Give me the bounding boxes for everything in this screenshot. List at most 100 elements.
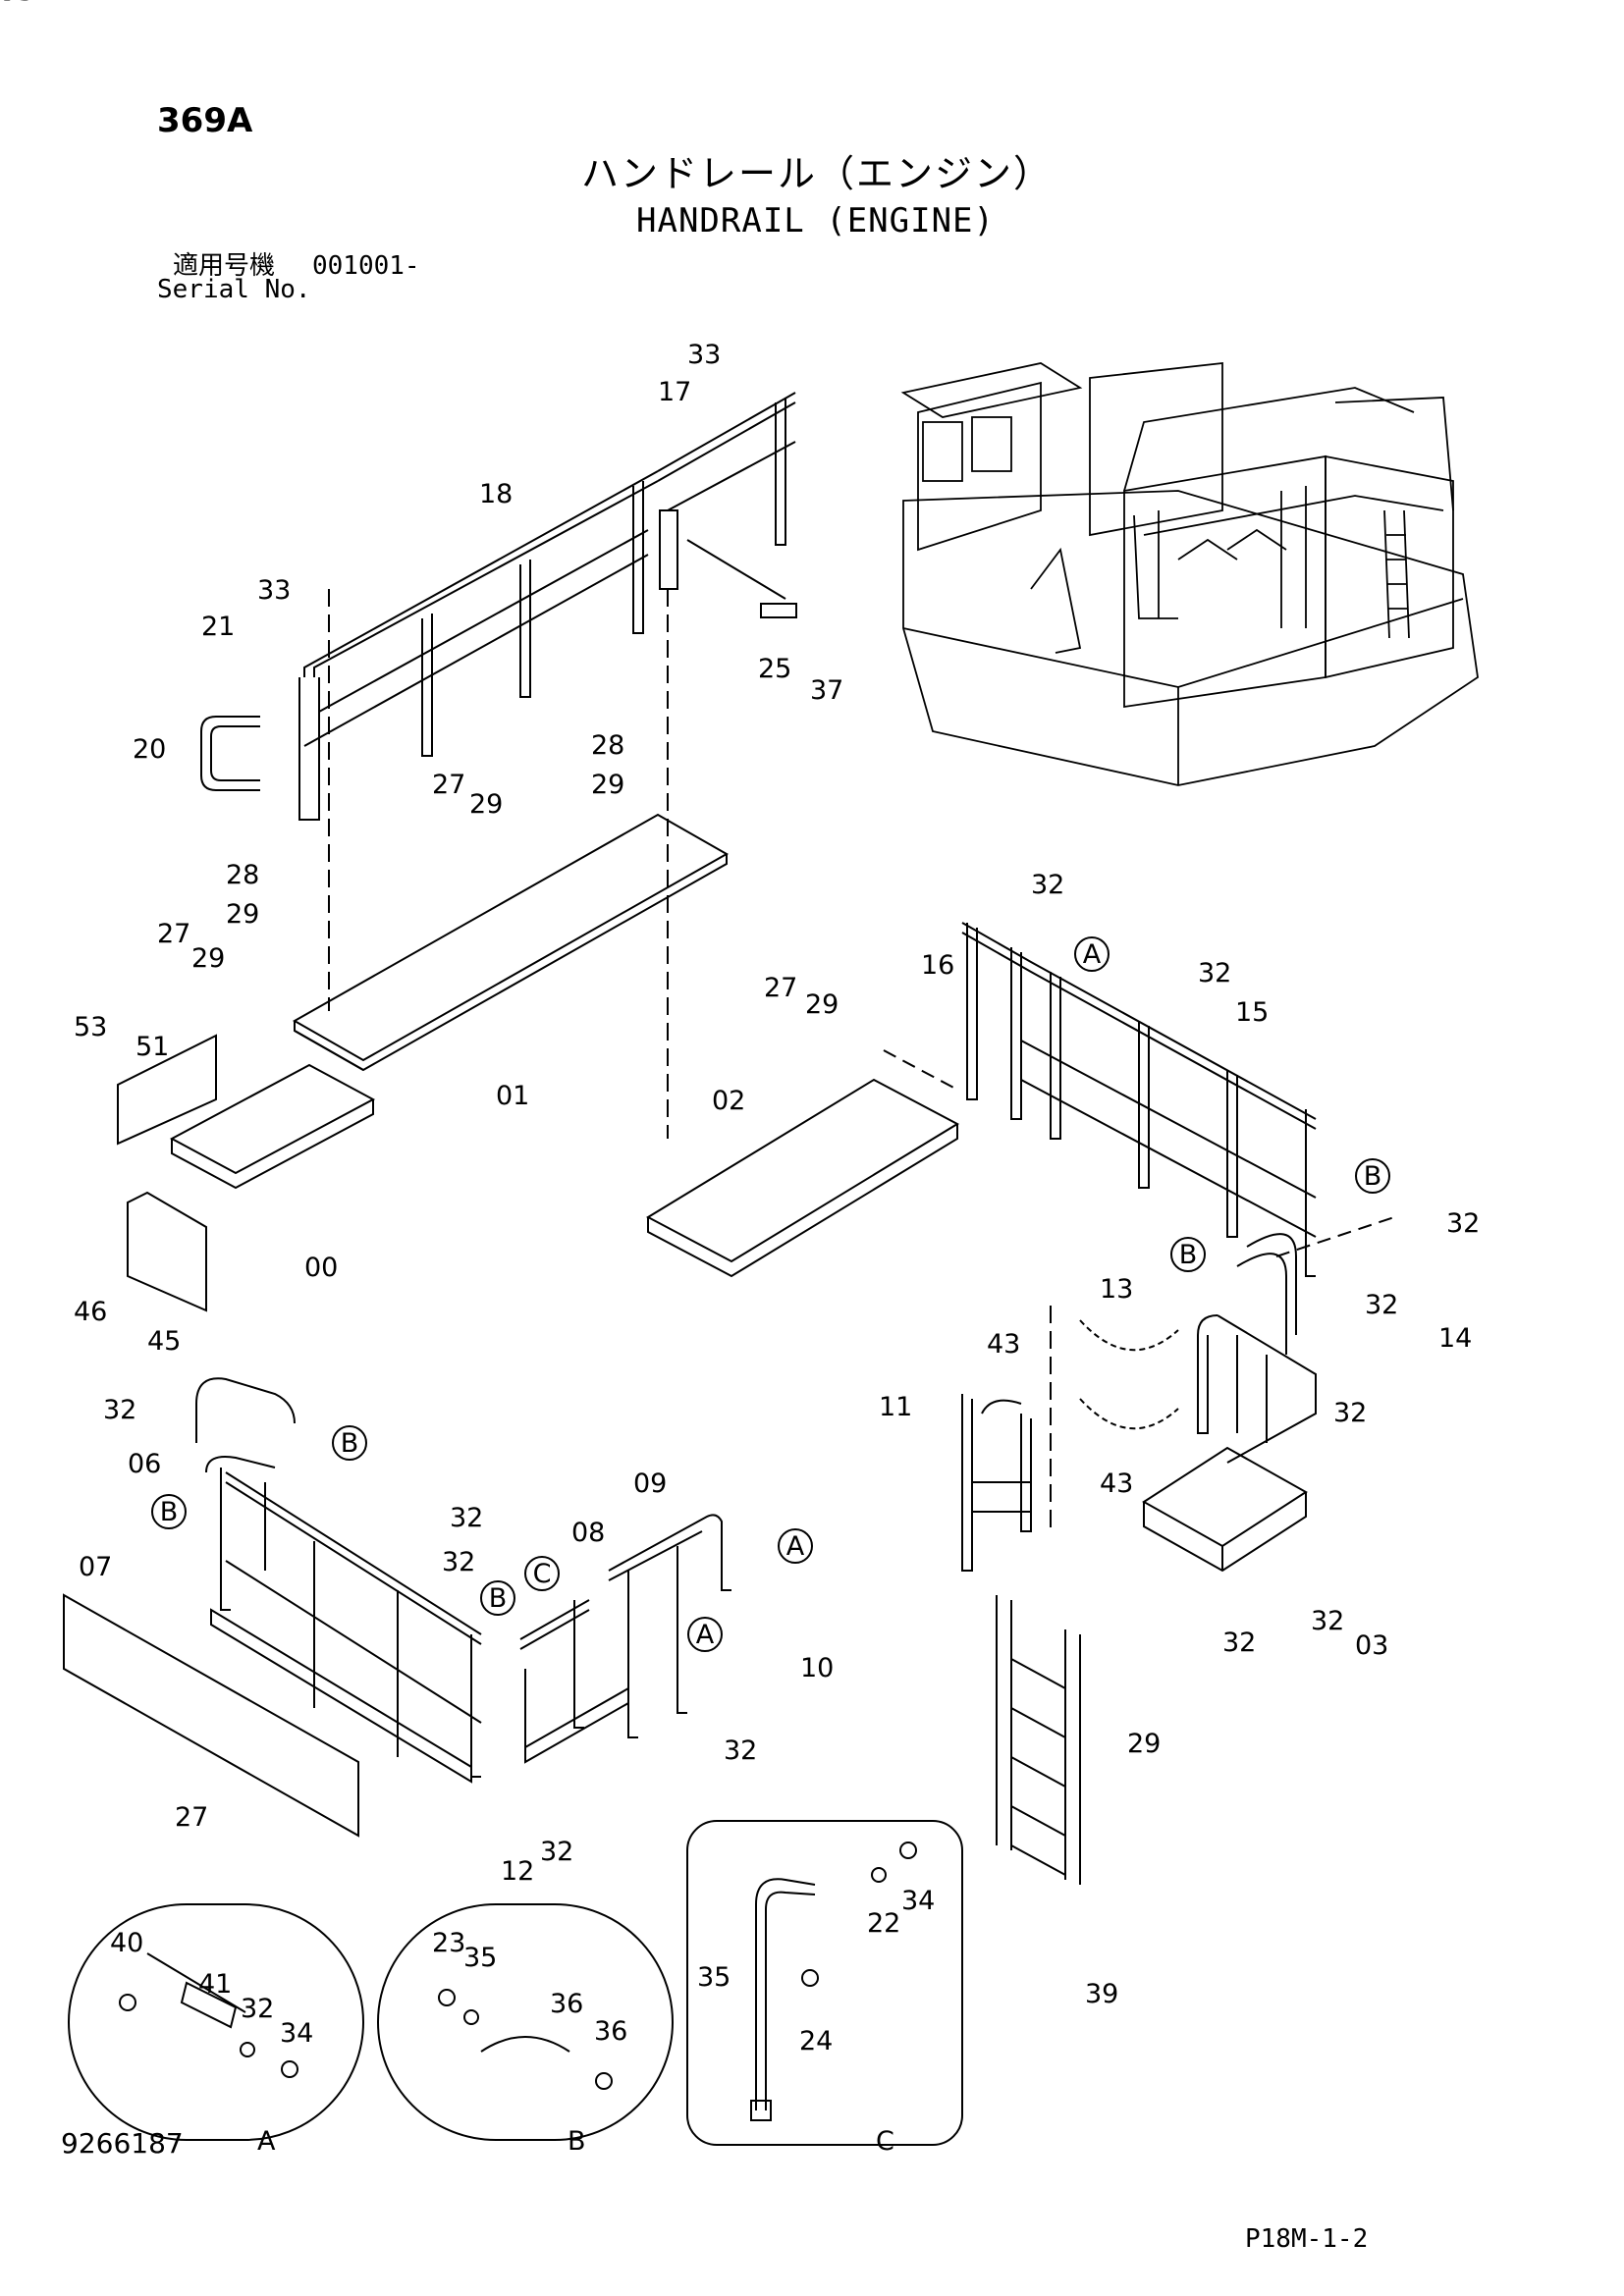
- callout-part-02: 02: [712, 1086, 745, 1116]
- callout-part-25: 25: [758, 654, 791, 684]
- callout-part-12: 12: [501, 1856, 534, 1887]
- svg-text:B: B: [1179, 1240, 1198, 1270]
- callout-part-32: 32: [1222, 1628, 1256, 1658]
- svg-text:A: A: [786, 1531, 805, 1562]
- callout-part-37: 37: [810, 675, 843, 706]
- callout-part-20: 20: [133, 734, 166, 765]
- callout-part-41: 41: [198, 1969, 232, 2000]
- reference-marker-b: B: [480, 1580, 515, 1616]
- page-code: P18M-1-2: [1245, 2224, 1369, 2254]
- callout-part-32: 32: [540, 1837, 573, 1867]
- detail-letter-a: A: [257, 2126, 276, 2157]
- callout-part-32: 32: [450, 1503, 483, 1533]
- ladder-12: [996, 1595, 1081, 1885]
- handrail-09-10: [519, 1514, 731, 1764]
- part-callouts: 3317183321202537282927292829272953510127…: [0, 0, 1480, 2056]
- handrail-17-18: [298, 392, 797, 1139]
- callout-part-14: 14: [1438, 1323, 1472, 1354]
- callout-part-32: 32: [1333, 1398, 1367, 1428]
- callout-part-33: 33: [257, 575, 291, 606]
- detail-letter-c: C: [876, 2126, 894, 2157]
- callout-part-46: 46: [74, 1297, 107, 1327]
- callout-part-22: 22: [867, 1908, 900, 1939]
- callout-part-32: 32: [724, 1735, 757, 1766]
- title-english: HANDRAIL (ENGINE): [636, 201, 995, 240]
- callout-part-23: 23: [432, 1928, 465, 1958]
- callout-part-29: 29: [226, 899, 259, 930]
- handrail-15-16: [961, 922, 1317, 1277]
- callout-part-35: 35: [0, 0, 33, 7]
- callout-part-29: 29: [1127, 1729, 1161, 1759]
- callout-part-27: 27: [175, 1802, 208, 1833]
- callout-part-15: 15: [1235, 997, 1269, 1028]
- svg-text:A: A: [696, 1620, 715, 1650]
- callout-part-07: 07: [79, 1552, 112, 1582]
- callout-part-34: 34: [901, 1886, 935, 1916]
- callout-part-35: 35: [463, 1943, 497, 1973]
- reference-marker-b: B: [1170, 1237, 1206, 1272]
- chains-43: [1079, 1319, 1179, 1430]
- handrail-06-07-08: [195, 1377, 482, 1784]
- reference-marker-c: C: [524, 1556, 560, 1591]
- reference-marker-b: B: [332, 1425, 367, 1461]
- callout-part-51: 51: [135, 1032, 169, 1062]
- callout-part-32: 32: [1311, 1606, 1344, 1636]
- callout-part-06: 06: [128, 1449, 161, 1479]
- serial-label-english: Serial No.: [157, 275, 311, 304]
- serial-value: 001001-: [312, 251, 420, 281]
- callout-part-28: 28: [226, 860, 259, 890]
- callout-part-36: 36: [0, 0, 33, 7]
- svg-text:B: B: [1364, 1161, 1382, 1192]
- callout-part-28: 28: [591, 730, 624, 761]
- callout-part-27: 27: [157, 919, 190, 949]
- svg-text:B: B: [341, 1428, 359, 1459]
- callout-part-32: 32: [241, 1994, 274, 2024]
- callout-part-21: 21: [201, 612, 235, 642]
- detail-view-a: [68, 1903, 364, 2141]
- serial-label-japanese: 適用号機: [173, 251, 276, 281]
- callout-part-34: 34: [0, 0, 33, 7]
- callout-part-32: 32: [442, 1547, 475, 1577]
- title-japanese: ハンドレール（エンジン）: [581, 152, 1054, 195]
- callout-part-45: 45: [147, 1326, 181, 1357]
- callout-part-11: 11: [879, 1392, 912, 1422]
- callout-part-43: 43: [987, 1329, 1020, 1360]
- callout-part-36: 36: [594, 2016, 627, 2047]
- callout-part-27: 27: [432, 770, 465, 800]
- callout-part-10: 10: [800, 1653, 834, 1683]
- callout-part-16: 16: [921, 950, 954, 981]
- reference-marker-a: A: [1074, 936, 1110, 972]
- callout-part-32: 32: [1031, 870, 1064, 900]
- callout-part-08: 08: [571, 1518, 605, 1548]
- svg-text:C: C: [533, 1559, 552, 1589]
- callout-part-32: 32: [1198, 958, 1231, 988]
- callout-part-00: 00: [304, 1253, 338, 1283]
- detail-view-b: [377, 1903, 674, 2141]
- callout-part-33: 33: [687, 340, 721, 370]
- callout-part-29: 29: [591, 770, 624, 800]
- reference-marker-b: B: [1355, 1158, 1390, 1194]
- callout-part-53: 53: [74, 1012, 107, 1042]
- callout-part-34: 34: [280, 2018, 313, 2049]
- base-plate-01: [292, 813, 730, 1072]
- callout-part-39: 39: [1085, 1979, 1118, 2009]
- grab-handle-20: [200, 716, 260, 791]
- step-plate-03: [1142, 1446, 1308, 1573]
- kick-plate-39: [63, 1593, 359, 1838]
- callout-part-29: 29: [191, 943, 225, 974]
- callout-part-32: 32: [1446, 1208, 1480, 1239]
- drawing-number: 9266187: [61, 2127, 184, 2160]
- base-plate-02: [645, 1049, 960, 1278]
- reference-marker-a: A: [778, 1528, 813, 1564]
- callout-part-40: 40: [110, 1928, 143, 1958]
- callout-part-18: 18: [479, 479, 513, 509]
- reference-marker-b: B: [151, 1494, 187, 1529]
- svg-text:B: B: [160, 1497, 179, 1527]
- svg-text:B: B: [489, 1583, 508, 1614]
- callout-part-27: 27: [764, 973, 797, 1003]
- callout-part-01: 01: [496, 1081, 529, 1111]
- callout-part-43: 43: [1100, 1468, 1133, 1499]
- callout-part-36: 36: [550, 1989, 583, 2019]
